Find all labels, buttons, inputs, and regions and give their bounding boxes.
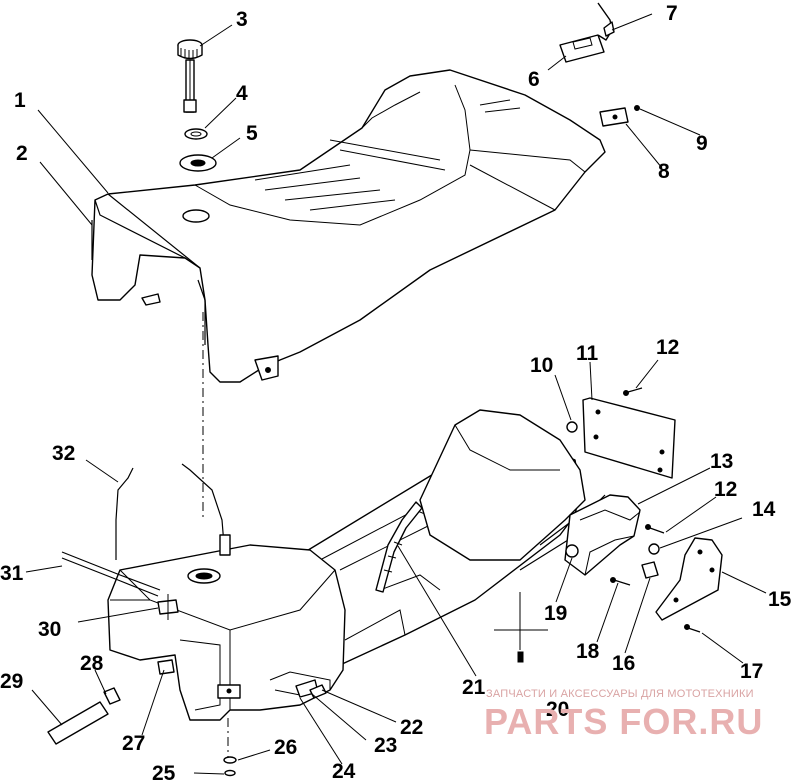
callout-15: 15 [768, 588, 792, 611]
callout-29: 29 [0, 670, 23, 693]
clamp-28 [103, 687, 121, 705]
callout-23: 23 [374, 734, 397, 757]
leader-lines [25, 13, 767, 775]
callout-12a: 12 [656, 336, 679, 359]
callout-17: 17 [740, 660, 763, 683]
callout-19: 19 [544, 602, 567, 625]
nut-10 [566, 421, 578, 433]
watermark-tagline: ЗАПЧАСТИ И АКСЕССУАРЫ ДЛЯ МОТОТЕХНИКИ [486, 688, 754, 700]
mount-bracket [564, 494, 641, 576]
bolt-18 [613, 579, 631, 586]
fuel-line-32 [115, 467, 134, 560]
screw-12b [649, 527, 665, 534]
vent-line-31 [61, 551, 161, 591]
fuel-tank [107, 544, 346, 721]
washer-26 [223, 756, 237, 764]
callout-13: 13 [710, 450, 733, 473]
callout-30: 30 [38, 618, 61, 641]
side-bracket [655, 537, 723, 621]
callout-1: 1 [14, 89, 26, 112]
callout-21: 21 [462, 676, 486, 699]
callout-22: 22 [400, 716, 423, 739]
callout-32: 32 [52, 442, 75, 465]
callout-25: 25 [152, 762, 176, 782]
callout-24: 24 [332, 760, 356, 782]
callout-6: 6 [528, 68, 540, 91]
screw-12a [627, 387, 643, 393]
fuel-cap [177, 39, 203, 113]
cap-gasket [184, 128, 208, 140]
seat-latch-bracket [559, 2, 615, 63]
locator-20 [494, 592, 548, 650]
tube-21 [375, 501, 423, 593]
callout-14: 14 [752, 498, 776, 521]
hose-29 [47, 701, 109, 745]
callout-18: 18 [576, 640, 600, 663]
callout-5: 5 [246, 122, 258, 145]
callout-10: 10 [530, 354, 553, 377]
callout-27: 27 [122, 732, 145, 755]
callout-3: 3 [236, 8, 248, 31]
backing-plate [582, 397, 676, 479]
seat-assembly [91, 69, 606, 383]
callout-12b: 12 [714, 478, 737, 501]
spacer-16 [641, 561, 659, 579]
callout-8: 8 [658, 160, 670, 183]
watermark: ЗАПЧАСТИ И АКСЕССУАРЫ ДЛЯ МОТОТЕХНИКИ PA… [484, 688, 763, 742]
callout-28: 28 [80, 652, 104, 675]
screw-25 [224, 769, 236, 777]
callout-16: 16 [612, 652, 635, 675]
frame-tunnel [299, 409, 606, 666]
fitting-27 [157, 659, 175, 675]
callout-31: 31 [0, 562, 24, 585]
spacer-14 [648, 543, 660, 555]
watermark-logo: PARTS FOR.RU [484, 701, 763, 742]
callout-9: 9 [696, 132, 708, 155]
callout-7: 7 [666, 2, 678, 25]
bolt-17 [687, 627, 701, 633]
callout-26: 26 [274, 736, 297, 759]
callout-20: 20 [546, 698, 569, 721]
screw-9 [634, 105, 640, 111]
fitting-22 [309, 684, 327, 699]
callout-2: 2 [16, 142, 28, 165]
callout-4: 4 [236, 82, 248, 105]
callout-11: 11 [576, 342, 599, 365]
